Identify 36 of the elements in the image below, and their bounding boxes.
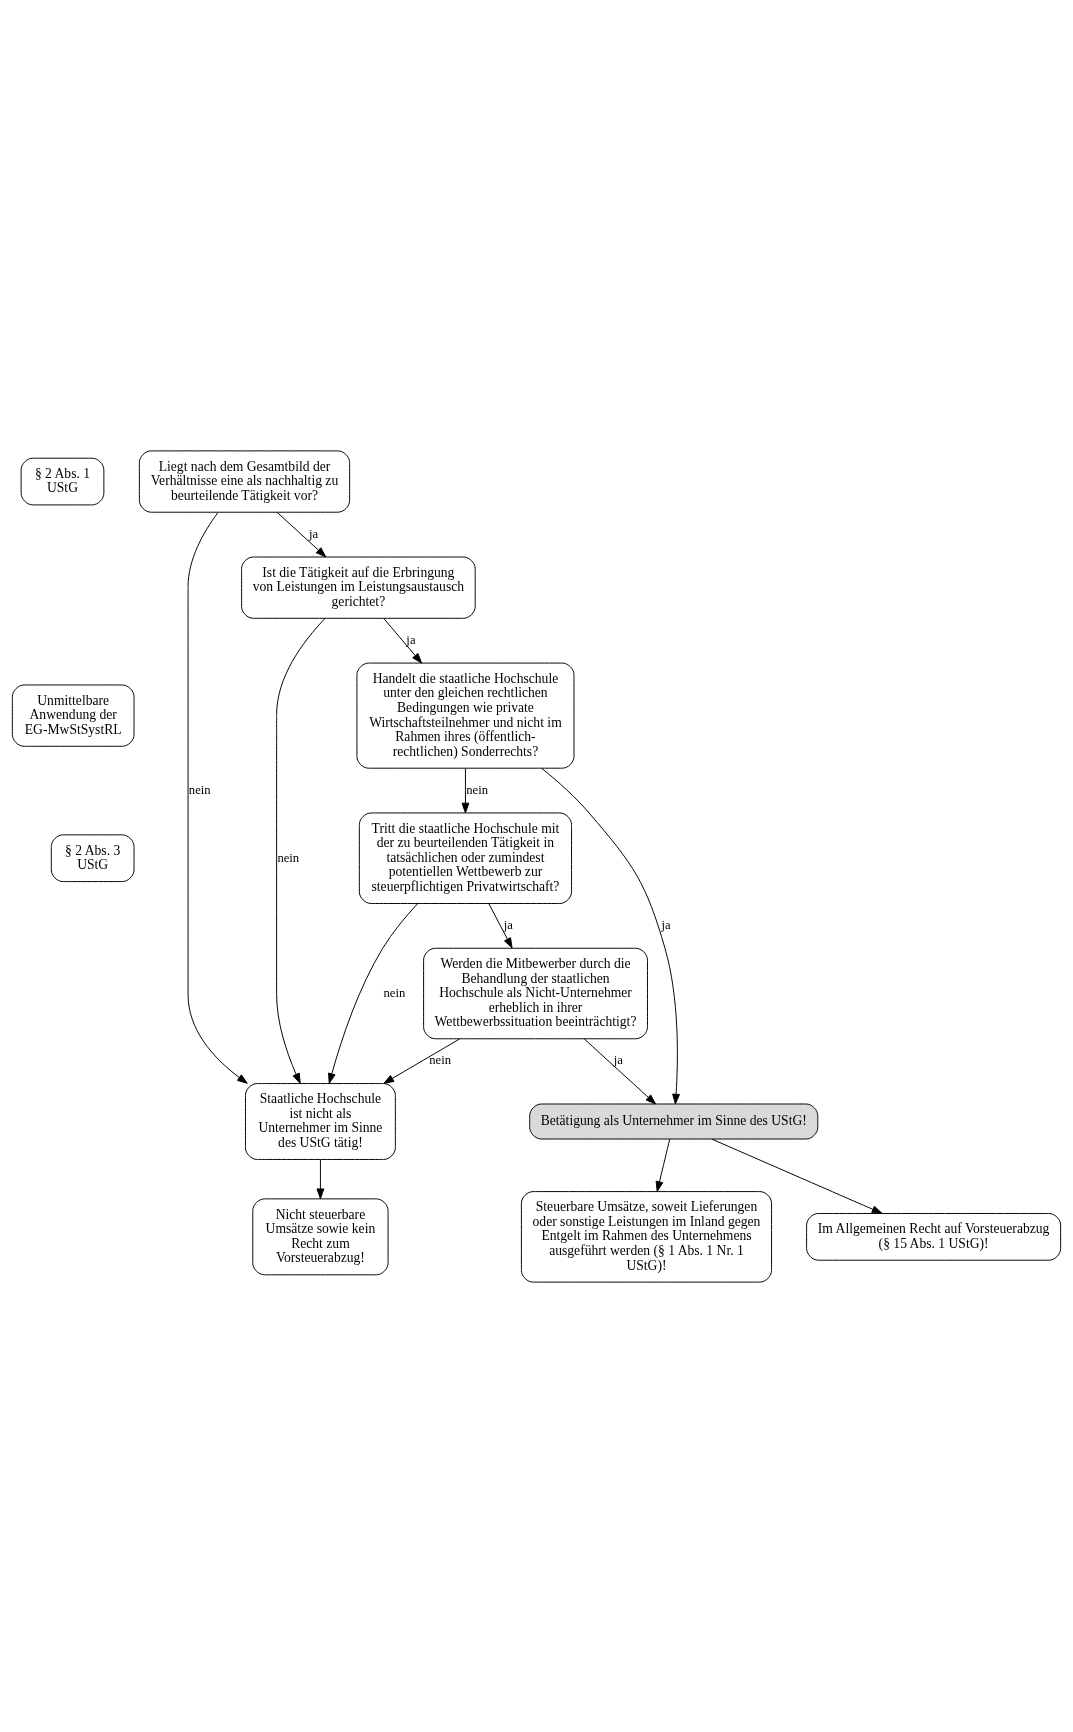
- arrow: [187, 511, 248, 1084]
- node-box: Liegt nach dem Gesamtbild der Verhältnisse eine als nachhaltig zu beurteilende Tätigkeit vor?: [138, 449, 351, 513]
- arrow: [488, 902, 513, 948]
- edge-label: ja: [613, 1052, 623, 1067]
- node-box: Handelt die staatliche Hochschule unter den gleichen rechtlichen Bedingungen wie private Wirtschaftsteilnehmer und nicht im Rahmen ihres (öffentlich-rechtlichen) Sonderrechts?: [356, 662, 575, 769]
- arrow: [461, 767, 470, 813]
- arrow: [383, 617, 423, 664]
- node-box: Unmittelbare Anwendung der EG-MwStSystRL: [11, 684, 135, 747]
- node-box: Staatliche Hochschule ist nicht als Unternehmer im Sinne des UStG tätig!: [245, 1082, 396, 1160]
- arrow: [276, 511, 327, 557]
- arrow: [655, 1138, 671, 1192]
- edge-label: ja: [309, 526, 319, 541]
- arrow: [711, 1138, 883, 1214]
- arrow: [328, 902, 418, 1084]
- arrow: [276, 617, 326, 1084]
- node-box: Ist die Tätigkeit auf die Erbringung von Leistungen im Leistungsaustausch gerichtet?: [241, 556, 476, 619]
- edge-label: nein: [466, 782, 489, 797]
- edge-label: nein: [383, 985, 406, 1000]
- node-box: § 2 Abs. 1 UStG: [20, 457, 105, 505]
- arrow: [541, 767, 680, 1104]
- node-box: Im Allgemeinen Recht auf Vorsteuerabzug (§ 15 Abs. 1 UStG)!: [806, 1212, 1062, 1261]
- edge-label: nein: [429, 1052, 452, 1067]
- arrow: [383, 1037, 461, 1084]
- node-box: Tritt die staatliche Hochschule mit der zu beurteilenden Tätigkeit in tatsächlichen oder zumindest potentiellen Wettbewerb zur steuerpflichtigen Privatwirtschaft?: [358, 812, 573, 904]
- arrow: [316, 1158, 325, 1199]
- node-box: Werden die Mitbewerber durch die Behandlung der staatlichen Hochschule als Nicht-Unternehmer erheblich in ihrer Wettbewerbssituation beeinträchtigt?: [423, 947, 648, 1039]
- arrow: [583, 1037, 657, 1104]
- edge-label: ja: [503, 917, 513, 932]
- node-box: Betätigung als Unternehmer im Sinne des UStG!: [529, 1103, 819, 1139]
- node-box: Nicht steuerbare Umsätze sowie kein Recht zum Vorsteuerabzug!: [252, 1197, 389, 1275]
- edge-label: nein: [277, 850, 300, 865]
- edge-label: ja: [661, 917, 671, 932]
- node-box: Steuerbare Umsätze, soweit Lieferungen oder sonstige Leistungen im Inland gegen Entgelt im Rahmen des Unternehmens ausgeführt werden (§ 1 Abs. 1 Nr. 1 UStG)!: [520, 1190, 773, 1283]
- edge-label: ja: [406, 632, 416, 647]
- edge-label: nein: [188, 782, 211, 797]
- node-box: § 2 Abs. 3 UStG: [50, 833, 135, 882]
